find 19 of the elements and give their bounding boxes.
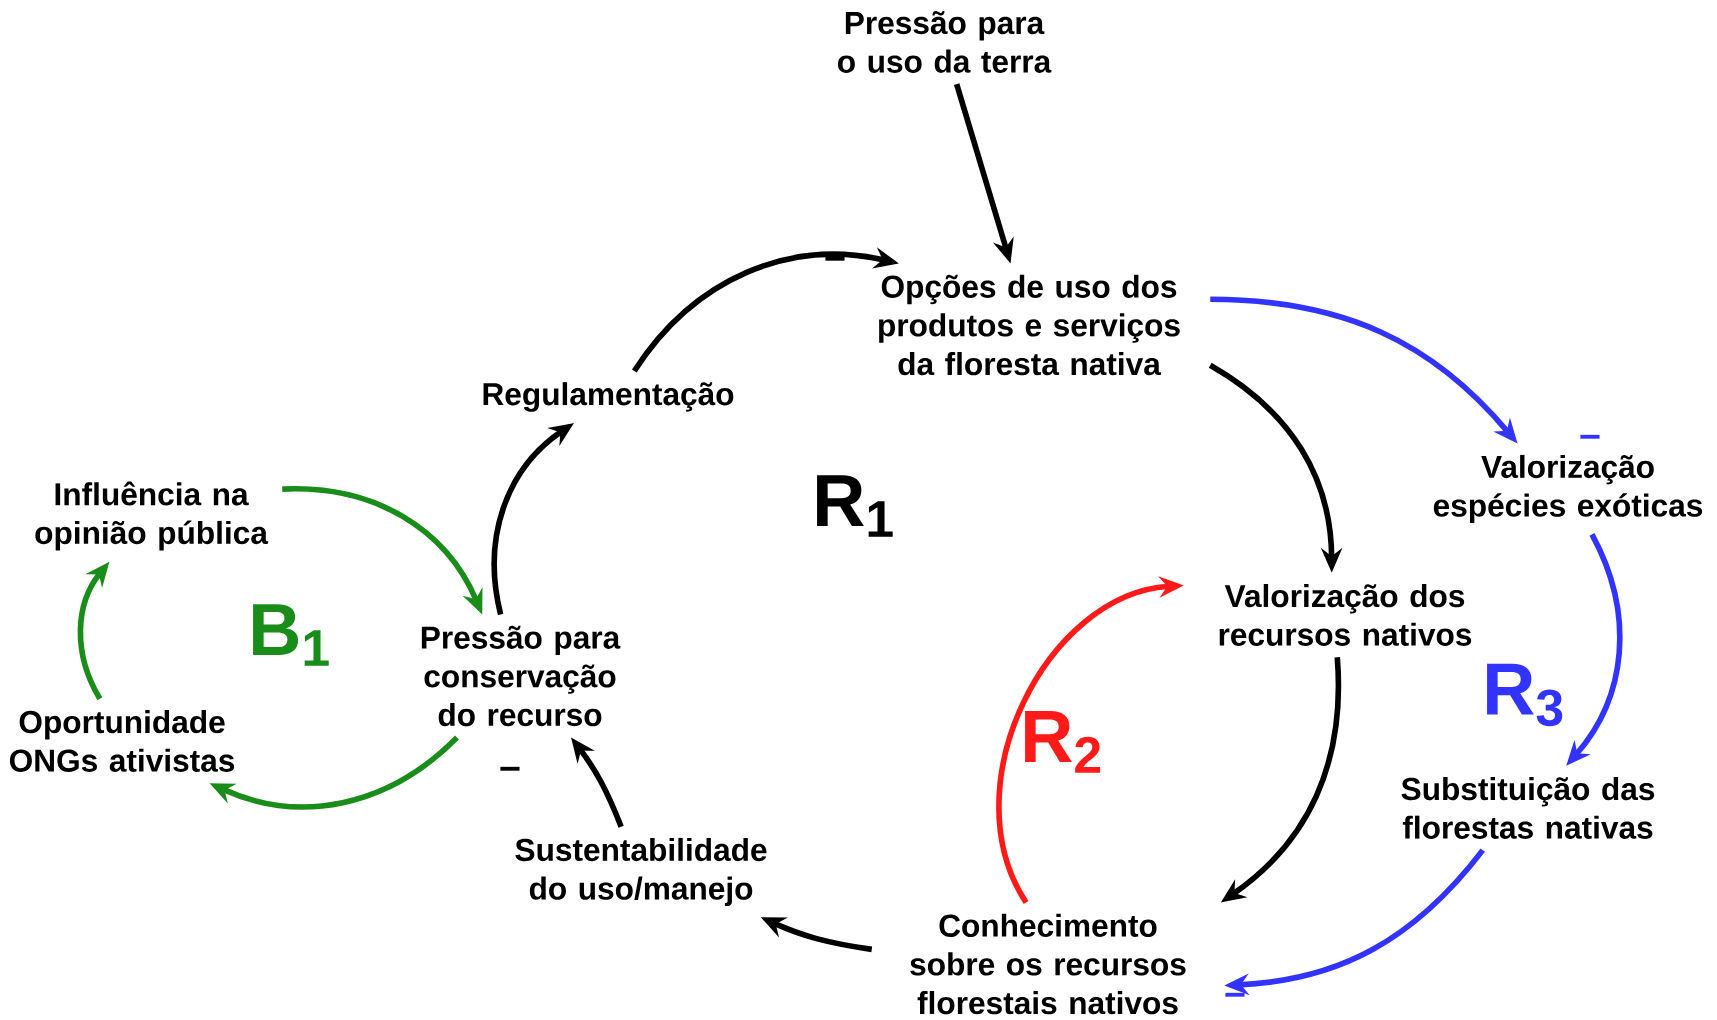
variable-label: Regulamentação: [483, 382, 734, 412]
polarity-sign: –: [1225, 992, 1245, 997]
loop-label: R$_{1}$: [817, 475, 893, 537]
polarity-sign: –: [825, 256, 845, 261]
variable-label: Pressão para o uso da terra: [838, 11, 1052, 73]
polarity-sign: –: [500, 766, 520, 771]
loop-label: R$_{3}$: [1487, 663, 1563, 727]
variable-label: Oportunidade ONGs ativistas: [9, 710, 235, 772]
variable-label: Valorização dos recursos nativos: [1219, 584, 1472, 646]
variable-label: Opções de uso dos produtos e serviços da floresta nativa: [879, 274, 1180, 376]
variable-label: Substituição das florestas nativas: [1401, 777, 1655, 839]
variable-label: Pressão para conservação do recurso: [421, 625, 621, 727]
variable-label: Conhecimento sobre os recursos florestais nativos: [910, 913, 1186, 1015]
loop-label: B$_{1}$: [253, 604, 329, 666]
variable-label: Sustentabilidade do uso/manejo: [515, 837, 767, 907]
polarity-sign: –: [1580, 434, 1600, 439]
loop-label: R$_{2}$: [1025, 711, 1101, 773]
variable-label: Influência na opinião pública: [35, 481, 269, 551]
variable-label: Valorização espécies exóticas: [1433, 454, 1703, 524]
